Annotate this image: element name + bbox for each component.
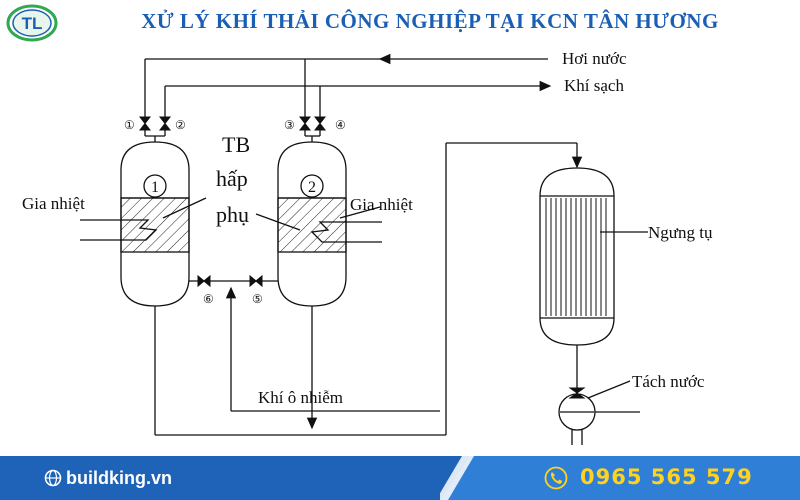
footer: buildking.vn 0965 565 579 <box>0 456 800 500</box>
logo-text: TL <box>22 14 43 33</box>
valve-number-3: ③ <box>284 118 295 132</box>
adsorber-vessel-1 <box>120 141 190 307</box>
label-polluted-gas: Khí ô nhiễm <box>258 388 343 407</box>
hotline-number[interactable]: 0965 565 579 <box>580 465 753 489</box>
globe-icon <box>44 469 62 487</box>
valve-number-2: ② <box>175 118 186 132</box>
adsorber-vessel-2 <box>277 141 347 307</box>
valve-6-icon <box>197 274 211 288</box>
label-heating-left: Gia nhiệt <box>22 194 85 213</box>
footer-accent-band <box>440 456 800 500</box>
process-diagram: Hơi nước Khí sạch TB hấp phụ Gia nhiệt G… <box>22 49 713 445</box>
label-condenser: Ngưng tụ <box>648 223 713 242</box>
valve-2-icon <box>158 116 172 131</box>
label-adsorber-2: hấp <box>216 166 248 191</box>
company-logo: TL <box>6 4 58 42</box>
condenser-tubes <box>545 198 607 316</box>
heating-coil-2 <box>310 221 382 243</box>
vessel-number-2: 2 <box>308 179 316 196</box>
valve-1-icon <box>138 116 152 131</box>
valve-4-icon <box>313 116 327 131</box>
label-heating-right: Gia nhiệt <box>350 195 413 214</box>
valve-number-6: ⑥ <box>203 292 214 306</box>
valve-number-5: ⑤ <box>252 292 263 306</box>
heating-coil-1 <box>80 219 158 241</box>
valve-number-4: ④ <box>335 118 346 132</box>
label-clean-gas: Khí sạch <box>564 76 624 95</box>
adsorbent-bed-2 <box>277 197 347 253</box>
label-steam: Hơi nước <box>562 49 627 68</box>
website-link[interactable]: buildking.vn <box>66 468 172 488</box>
valve-5-icon <box>249 274 263 288</box>
adsorbent-bed-1 <box>120 197 190 253</box>
phone-icon <box>544 466 568 490</box>
valve-number-1: ① <box>124 118 135 132</box>
page-title: XỬ LÝ KHÍ THẢI CÔNG NGHIỆP TẠI KCN TÂN H… <box>141 9 719 33</box>
label-water-separator: Tách nước <box>632 372 705 391</box>
valve-3-icon <box>298 116 312 131</box>
header: TL XỬ LÝ KHÍ THẢI CÔNG NGHIỆP TẠI KCN TÂ… <box>0 0 800 46</box>
separator-valve-icon <box>568 387 586 399</box>
label-adsorber-3: phụ <box>216 202 249 227</box>
vessel-number-1: 1 <box>151 179 159 196</box>
label-adsorber-1: TB <box>222 132 250 157</box>
